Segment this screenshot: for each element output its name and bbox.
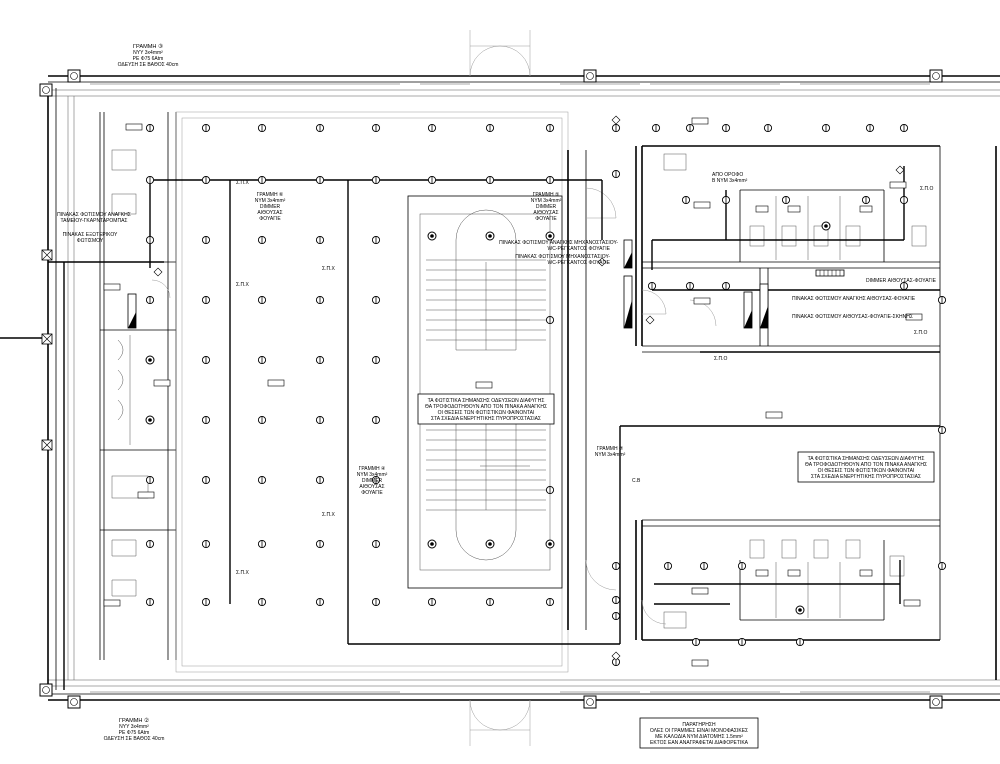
wiring	[0, 166, 940, 690]
cable-spec: ΝΥΜ 3x4mm²	[531, 198, 562, 204]
cb-label: C.B	[632, 478, 641, 484]
circuit-label: ΓΡΑΜΜΗ ③	[133, 43, 163, 50]
panel-normal-mech-label: ΠΙΝΑΚΑΣ ΦΩΤΙΣΜΟΥ ΜΗΧΑΝΟΣΤΑΣΙΟΥ-	[515, 254, 610, 260]
circuit-label: ΓΡΑΜΜΗ ②	[119, 717, 149, 724]
switch-label: Σ.Π.Χ	[322, 512, 335, 518]
room-text: ΑΙΘΟΥΣΑΣ	[359, 484, 384, 490]
switch-label-alt: Σ.Π.Ο	[714, 356, 727, 362]
remark-line: ΜΕ ΚΑΛΩΔΙΑ ΝΥΜ ΔΙΑΤΟΜΗΣ 1.5mm²	[655, 734, 743, 740]
cable-spec: ΝΥΥ 3x4mm²	[119, 724, 149, 730]
note-line: ΣΤΑ ΣΧΕΔΙΑ ΕΝΕΡΓΗΤΙΚΗΣ ΠΥΡΟΠΡΟΣΤΑΣΙΑΣ	[811, 474, 921, 480]
room-text-2: ΦΟΥΑΓΙΕ	[361, 490, 383, 496]
switch-label-alt: Σ.Π.Ο	[914, 330, 927, 336]
emergency-luminaire-dot	[798, 608, 802, 612]
routing-spec: ΟΔΕΥΣΗ ΣΕ ΒΑΘΟΣ 40cm	[118, 62, 179, 68]
switch-label: Σ.Π.Χ	[236, 570, 249, 576]
cable-spec: ΝΥΜ 3x4mm²	[255, 198, 286, 204]
dimmer-text: DIMMER	[362, 478, 383, 484]
switch-label: Σ.Π.Χ	[236, 282, 249, 288]
panel-normal-hall-label: ΠΙΝΑΚΑΣ ΦΩΤΙΣΜΟΥ ΑΙΘΟΥΣΑΣ-ΦΟΥΑΓΙΕ-ΣΚΗΝΗΣ	[792, 314, 913, 320]
emergency-luminaire-dot	[488, 234, 492, 238]
note-line: ΤΑ ΦΩΤΙΣΤΙΚΑ ΣΗΜΑΝΣΗΣ ΟΔΕΥΣΕΩΝ ΔΙΑΦΥΓΗΣ	[808, 456, 925, 462]
note-line: ΘΑ ΤΡΟΦΟΔΟΤΗΘΟΥΝ ΑΠΟ ΤΟΝ ΠΙΝΑΚΑ ΑΝΑΓΚΗΣ	[805, 462, 927, 468]
emergency-luminaire-dot	[148, 418, 152, 422]
circuit-label: ΓΡΑΜΜΗ ⑥	[257, 192, 284, 198]
stair-note: ΤΑ ΦΩΤΙΣΤΙΚΑ ΣΗΜΑΝΣΗΣ ΟΔΕΥΣΕΩΝ ΔΙΑΦΥΓΗΣ …	[417, 393, 555, 425]
panel-outdoor-label: ΠΙΝΑΚΑΣ ΕΞΩΤΕΡΙΚΟΥ	[63, 232, 118, 238]
emergency-luminaire-dot	[548, 542, 552, 546]
panel-emergency-hall-label: ΠΙΝΑΚΑΣ ΦΩΤΙΣΜΟΥ ΑΝΑΓΚΗΣ ΑΙΘΟΥΣΑΣ-ΦΟΥΑΓΙ…	[792, 296, 916, 302]
emergency-luminaire-dot	[488, 542, 492, 546]
panel-outdoor-label-2: ΦΩΤΙΣΜΟΥ	[77, 238, 104, 244]
dimmer-text: DIMMER	[536, 204, 557, 210]
luminaires	[145, 123, 947, 667]
panel-ticket-label-2: ΤΑΜΕΙΟΥ-ΓΚΑΡΝΤΑΡΟΜΠΑΣ	[61, 218, 128, 224]
note-line: ΘΑ ΤΡΟΦΟΔΟΤΗΘΟΥΝ ΑΠΟ ΤΟΝ ΠΙΝΑΚΑ ΑΝΑΓΚΗΣ	[425, 404, 547, 410]
emergency-luminaire-dot	[148, 358, 152, 362]
panel-emergency-mech-label: ΠΙΝΑΚΑΣ ΦΩΤΙΣΜΟΥ ΑΝΑΓΚΗΣ ΜΗΧΑΝΟΣΤΑΣΙΟΥ-	[499, 240, 618, 246]
emergency-luminaire-dot	[548, 234, 552, 238]
hall-note: ΤΑ ΦΩΤΙΣΤΙΚΑ ΣΗΜΑΝΣΗΣ ΟΔΕΥΣΕΩΝ ΔΙΑΦΥΓΗΣ …	[797, 451, 935, 483]
remark-line: ΟΛΕΣ ΟΙ ΓΡΑΜΜΕΣ ΕΙΝΑΙ ΜΟΝΟΦΑΣΙΚΕΣ	[650, 728, 748, 734]
emergency-luminaire-dot	[430, 234, 434, 238]
emergency-luminaire-dot	[824, 224, 828, 228]
room-text-2: ΦΟΥΑΓΙΕ	[535, 216, 557, 222]
remark-box: ΠΑΡΑΤΗΡΗΣΗ ΟΛΕΣ ΟΙ ΓΡΑΜΜΕΣ ΕΙΝΑΙ ΜΟΝΟΦΑΣ…	[639, 717, 759, 749]
cable-spec: ΝΥΜ 3x4mm²	[595, 452, 626, 458]
panel-labels: ΠΙΝΑΚΑΣ ΦΩΤΙΣΜΟΥ ΑΝΑΓΚΗΣ ΤΑΜΕΙΟΥ-ΓΚΑΡΝΤΑ…	[57, 212, 937, 320]
conduit-spec: PE Φ75 6Atm	[133, 56, 164, 62]
room-text-2: ΦΟΥΑΓΙΕ	[259, 216, 281, 222]
circuit-top-left: ΓΡΑΜΜΗ ③ ΝΥΥ 3x4mm² PE Φ75 6Atm ΟΔΕΥΣΗ Σ…	[118, 43, 179, 68]
circuit-stair-upper: ΓΡΑΜΜΗ ⑤ ΝΥΜ 3x4mm² DIMMER ΑΙΘΟΥΣΑΣ ΦΟΥΑ…	[531, 192, 562, 222]
circuit-hall-upper: ΓΡΑΜΜΗ ⑥ ΝΥΜ 3x4mm² DIMMER ΑΙΘΟΥΣΑΣ ΦΟΥΑ…	[255, 192, 286, 222]
room-text: ΑΙΘΟΥΣΑΣ	[533, 210, 558, 216]
cable-spec: ΝΥΥ 3x4mm²	[133, 50, 163, 56]
cable-spec: ΝΥΜ 3x4mm²	[357, 472, 388, 478]
conduit-spec: PE Φ75 6Atm	[119, 730, 150, 736]
switch-label: Σ.Π.Χ	[322, 266, 335, 272]
interior-walls	[99, 111, 940, 673]
building-walls	[39, 30, 1000, 746]
dimmer-text: DIMMER	[260, 204, 281, 210]
circuit-label: ΓΡΑΜΜΗ ⑦	[597, 446, 624, 452]
switch-labels: Σ.Π.Χ Σ.Π.Χ Σ.Π.Χ Σ.Π.Χ Σ.Π.Χ Σ.Π.Ο Σ.Π.…	[236, 180, 933, 576]
room-tags	[103, 117, 923, 667]
panel-normal-mech-label-2: WC-ΡΕΓΚΑΝΤΟΣ ΦΟΥΑΓΙΕ	[547, 260, 610, 266]
floor-above-feed: ΑΠΟ ΟΡΟΦΟ Β ΝΥΜ 3x4mm²	[712, 172, 748, 184]
circuit-right-mid: ΓΡΑΜΜΗ ⑦ ΝΥΜ 3x4mm²	[595, 446, 626, 458]
note-line: ΟΙ ΘΕΣΕΙΣ ΤΩΝ ΦΩΤΙΣΤΙΚΩΝ ΦΑΙΝΟΝΤΑΙ	[438, 410, 535, 416]
circuit-hall-lower: ΓΡΑΜΜΗ ④ ΝΥΜ 3x4mm² DIMMER ΑΙΘΟΥΣΑΣ ΦΟΥΑ…	[357, 466, 388, 496]
remark-title: ΠΑΡΑΤΗΡΗΣΗ	[682, 722, 716, 728]
emergency-luminaire-dot	[430, 542, 434, 546]
feed-source: ΑΠΟ ΟΡΟΦΟ	[712, 172, 743, 178]
circuit-bottom-left: ΓΡΑΜΜΗ ② ΝΥΥ 3x4mm² PE Φ75 6Atm ΟΔΕΥΣΗ Σ…	[104, 717, 165, 742]
circuit-label: ΓΡΑΜΜΗ ⑤	[533, 192, 560, 198]
switch-label-alt: Σ.Π.Ο	[920, 186, 933, 192]
remark-line: ΕΚΤΟΣ ΕΑΝ ΑΝΑΓΡΑΦΕΤΑΙ ΔΙΑΦΟΡΕΤΙΚΑ	[650, 740, 749, 746]
panel-ticket-label: ΠΙΝΑΚΑΣ ΦΩΤΙΣΜΟΥ ΑΝΑΓΚΗΣ	[57, 212, 131, 218]
panel-symbols	[41, 115, 905, 661]
panel-emergency-mech-label-2: WC-ΡΕΓΚΑΝΤΟΣ ΦΟΥΑΓΙΕ	[547, 246, 610, 252]
feed-cable: Β ΝΥΜ 3x4mm²	[712, 178, 748, 184]
dimmer-hall-label: DIMMER ΑΙΘΟΥΣΑΣ-ΦΟΥΑΓΙΕ	[866, 278, 937, 284]
circuit-label: ΓΡΑΜΜΗ ④	[359, 466, 386, 472]
routing-spec: ΟΔΕΥΣΗ ΣΕ ΒΑΘΟΣ 40cm	[104, 736, 165, 742]
room-text: ΑΙΘΟΥΣΑΣ	[257, 210, 282, 216]
note-line: ΟΙ ΘΕΣΕΙΣ ΤΩΝ ΦΩΤΙΣΤΙΚΩΝ ΦΑΙΝΟΝΤΑΙ	[818, 468, 915, 474]
note-line: ΣΤΑ ΣΧΕΔΙΑ ΕΝΕΡΓΗΤΙΚΗΣ ΠΥΡΟΠΡΟΣΤΑΣΙΑΣ	[431, 416, 541, 422]
switch-label: Σ.Π.Χ	[236, 180, 249, 186]
note-line: ΤΑ ΦΩΤΙΣΤΙΚΑ ΣΗΜΑΝΣΗΣ ΟΔΕΥΣΕΩΝ ΔΙΑΦΥΓΗΣ	[428, 398, 545, 404]
